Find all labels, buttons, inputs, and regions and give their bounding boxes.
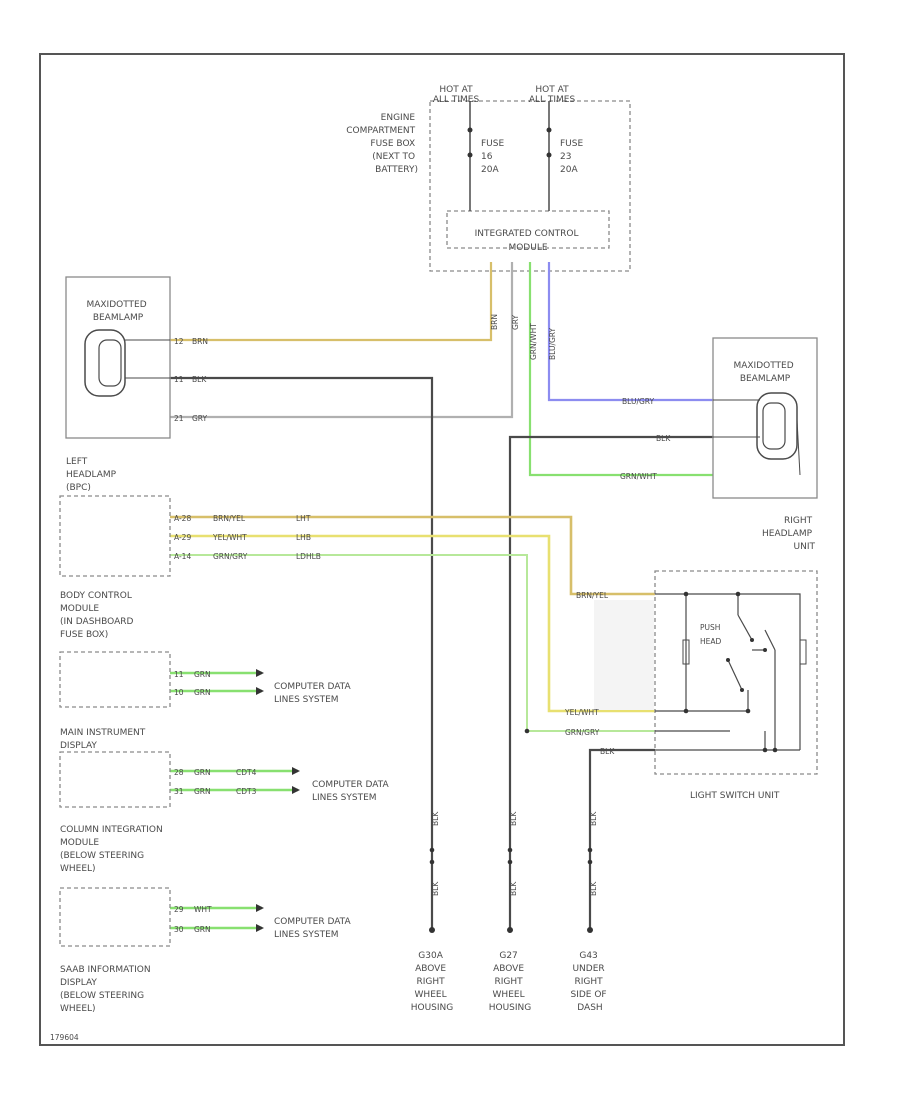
svg-text:GRN: GRN (194, 787, 211, 796)
switch-label: PUSH HEAD (700, 623, 723, 646)
wire-blk-left (170, 376, 434, 930)
wire-brn-yel (170, 515, 655, 596)
light-switch-unit: BRN/YEL YEL/WHT GRN/GRY BLK PUSH (524, 570, 818, 801)
data-lines-dest: COMPUTER DATA LINES SYSTEM (312, 780, 392, 803)
ground-name: G43 UNDER RIGHT SIDE OF DASH (571, 951, 610, 1013)
svg-text:BLK: BLK (589, 811, 598, 826)
wire-blk-right (508, 435, 713, 930)
svg-text:31: 31 (174, 787, 184, 796)
left-headlamp-title: MAXIDOTTED BEAMLAMP (86, 300, 149, 323)
svg-text:11: 11 (174, 375, 184, 384)
ground-name: G30A ABOVE RIGHT WHEEL HOUSING (411, 951, 454, 1013)
module-column-integration: 29 WHT 30 GRN COMPUTER DATA LINES SYSTEM… (59, 887, 354, 1014)
svg-text:10: 10 (174, 688, 184, 697)
wire-blk-switch (588, 748, 655, 930)
svg-text:30: 30 (174, 925, 184, 934)
wire-label: GRN/WHT (529, 323, 538, 360)
svg-text:BLU/GRY: BLU/GRY (622, 397, 655, 406)
ground-g30a: BLK BLK G30A ABOVE RIGHT WHEEL HOUSING (411, 811, 454, 1013)
fusebox-wire-labels: BRN GRY GRN/WHT BLU/GRY (490, 314, 557, 360)
svg-text:BRN/YEL: BRN/YEL (576, 591, 609, 600)
module-main-instrument-source: 11 GRN 10 GRN COMPUTER DATA LINES SYSTEM… (59, 651, 354, 751)
svg-text:BLK: BLK (192, 375, 207, 384)
fuse-box-name: ENGINE COMPARTMENT FUSE BOX (NEXT TO BAT… (346, 113, 418, 175)
module-name: SAAB INFORMATION DISPLAY (BELOW STEERING… (60, 965, 153, 1014)
svg-text:YEL/WHT: YEL/WHT (212, 533, 247, 542)
svg-text:28: 28 (174, 768, 184, 777)
svg-text:BLK: BLK (509, 881, 518, 896)
svg-text:LDHLB: LDHLB (296, 552, 321, 561)
svg-text:GRN/WHT: GRN/WHT (620, 472, 657, 481)
svg-text:29: 29 (174, 905, 184, 914)
svg-text:BLK: BLK (589, 881, 598, 896)
left-headlamp: MAXIDOTTED BEAMLAMP 12 BRN 11 BLK 21 GRY… (65, 276, 208, 493)
ground-name: G27 ABOVE RIGHT WHEEL HOUSING (489, 951, 532, 1013)
svg-text:BRN/YEL: BRN/YEL (213, 514, 246, 523)
svg-text:GRN/GRY: GRN/GRY (213, 552, 248, 561)
svg-text:BRN: BRN (192, 337, 208, 346)
wire-grn-gry (170, 554, 655, 732)
svg-text:21: 21 (174, 414, 184, 423)
wire-brn (170, 262, 493, 342)
svg-text:WHT: WHT (194, 905, 212, 914)
wires (170, 262, 713, 930)
svg-text:GRY: GRY (192, 414, 208, 423)
wire-label: BRN (490, 314, 499, 330)
svg-text:LHT: LHT (296, 514, 311, 523)
svg-text:GRN: GRN (194, 768, 211, 777)
svg-text:LHB: LHB (296, 533, 311, 542)
data-lines-dest: COMPUTER DATA LINES SYSTEM (274, 682, 354, 705)
svg-text:GRN/GRY: GRN/GRY (565, 728, 600, 737)
left-headlamp-name: LEFT HEADLAMP (BPC) (66, 457, 119, 493)
fuse-23-label: FUSE 23 20A (560, 139, 586, 175)
body-control-module: A-28 BRN/YEL LHT A-29 YEL/WHT LHB A-14 G… (59, 495, 321, 640)
svg-text:11: 11 (174, 670, 184, 679)
ground-g43: BLK BLK G43 UNDER RIGHT SIDE OF DASH (571, 811, 610, 1013)
module-name: MAIN INSTRUMENT DISPLAY (60, 728, 148, 751)
svg-text:CDT4: CDT4 (236, 768, 257, 777)
wire-label: GRY (511, 314, 520, 330)
right-headlamp: MAXIDOTTED BEAMLAMP BLU/GRY BLK GRN/WHT … (620, 337, 818, 552)
svg-text:GRN: GRN (194, 925, 211, 934)
svg-text:A-28: A-28 (174, 514, 191, 523)
svg-text:BLK: BLK (509, 811, 518, 826)
svg-text:BLK: BLK (656, 434, 671, 443)
svg-text:BLK: BLK (600, 747, 615, 756)
right-headlamp-name: RIGHT HEADLAMP UNIT (762, 516, 815, 552)
svg-text:A-14: A-14 (174, 552, 191, 561)
data-lines-dest: COMPUTER DATA LINES SYSTEM (274, 917, 354, 940)
wire-label: BLU/GRY (548, 327, 557, 360)
svg-text:BLK: BLK (431, 881, 440, 896)
svg-text:12: 12 (174, 337, 184, 346)
module-instrument-display: 28 GRN CDT4 31 GRN CDT3 COMPUTER DATA LI… (59, 751, 392, 874)
light-switch-name: LIGHT SWITCH UNIT (690, 791, 780, 801)
bcm-name: BODY CONTROL MODULE (IN DASHBOARD FUSE B… (60, 591, 136, 640)
svg-text:GRN: GRN (194, 670, 211, 679)
wire-yel-wht (170, 534, 655, 713)
svg-text:CDT3: CDT3 (236, 787, 257, 796)
svg-text:A-29: A-29 (174, 533, 191, 542)
ground-g27: BLK BLK G27 ABOVE RIGHT WHEEL HOUSING (489, 811, 532, 1013)
svg-text:GRN: GRN (194, 688, 211, 697)
wire-grn-wht (528, 262, 713, 477)
figure-id: 179604 (50, 1033, 79, 1042)
icm-label: INTEGRATED CONTROL MODULE (475, 229, 582, 253)
data-line-terminals (256, 669, 300, 932)
svg-text:BLK: BLK (431, 811, 440, 826)
wire-blu-gry (547, 262, 713, 402)
svg-text:YEL/WHT: YEL/WHT (564, 708, 599, 717)
module-name: COLUMN INTEGRATION MODULE (BELOW STEERIN… (60, 825, 166, 874)
fuse-16-label: FUSE 16 20A (481, 139, 507, 175)
diagram-frame (39, 53, 845, 1046)
right-headlamp-title: MAXIDOTTED BEAMLAMP (733, 361, 796, 384)
wire-gry (170, 262, 514, 419)
